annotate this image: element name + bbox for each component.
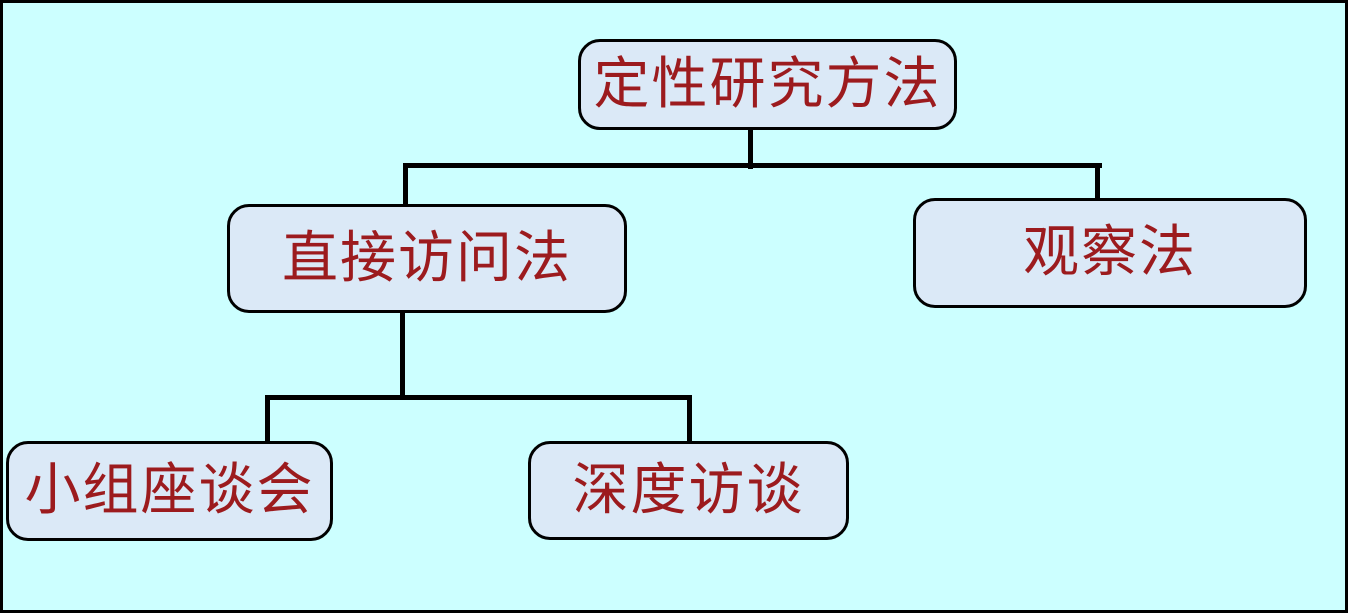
connector-level2-horizontal xyxy=(403,163,1102,168)
node-label: 深度访谈 xyxy=(572,457,805,523)
node-direct-interview-method: 直接访问法 xyxy=(227,204,627,313)
node-label: 直接访问法 xyxy=(282,225,572,291)
node-observation-method: 观察法 xyxy=(913,198,1307,308)
connector-direct-interview-stem xyxy=(400,311,405,400)
connector-root-stem xyxy=(748,128,753,169)
node-qualitative-research-methods: 定性研究方法 xyxy=(578,39,957,130)
connector-level3-horizontal xyxy=(265,395,692,400)
node-label: 观察法 xyxy=(1023,220,1197,285)
node-label: 小组座谈会 xyxy=(24,458,315,523)
node-focus-group: 小组座谈会 xyxy=(6,441,333,541)
connector-to-direct-interview xyxy=(403,163,408,209)
node-depth-interview: 深度访谈 xyxy=(528,441,849,540)
connector-to-focus-group xyxy=(265,395,270,445)
node-label: 定性研究方法 xyxy=(593,51,942,117)
connector-to-depth-interview xyxy=(687,395,692,445)
connector-to-observation xyxy=(1095,163,1100,203)
